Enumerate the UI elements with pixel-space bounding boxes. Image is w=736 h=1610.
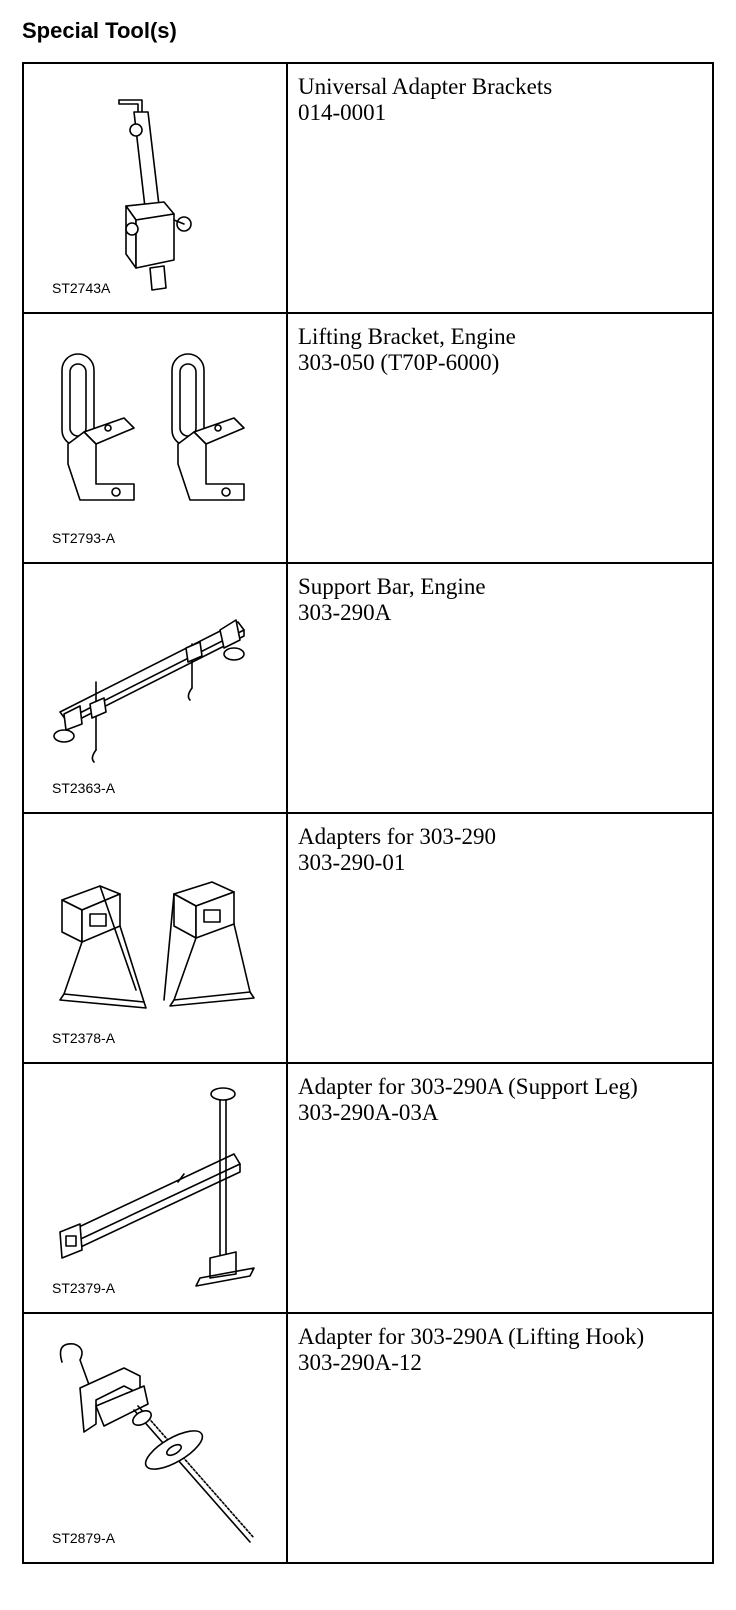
tool-description-cell: Adapters for 303-290 303-290-01 [286, 812, 714, 1064]
tool-description-cell: Support Bar, Engine 303-290A [286, 562, 714, 814]
tool-description-cell: Universal Adapter Brackets 014-0001 [286, 62, 714, 314]
adapter-bracket-icon [118, 99, 192, 291]
adapters-icon [59, 881, 255, 1009]
illustration-code: ST2379-A [52, 1280, 116, 1296]
tool-name: Adapter for 303-290A (Lifting Hook) [298, 1324, 645, 1349]
tool-name: Adapter for 303-290A (Support Leg) [298, 1074, 638, 1099]
lifting-hook-icon [59, 1343, 255, 1543]
tool-number: 014-0001 [298, 100, 387, 125]
tool-illustration-cell: ST2743A [22, 62, 288, 314]
lifting-bracket-icon [61, 353, 245, 501]
tool-name: Adapters for 303-290 [298, 824, 497, 849]
tool-name: Universal Adapter Brackets [298, 74, 553, 99]
illustration-code: ST2743A [52, 280, 111, 296]
tool-illustration-cell: ST2879-A [22, 1312, 288, 1564]
illustration-code: ST2363-A [52, 780, 116, 796]
tool-number: 303-050 (T70P-6000) [298, 350, 500, 375]
tool-number: 303-290-01 [298, 850, 406, 875]
tool-description-cell: Adapter for 303-290A (Lifting Hook) 303-… [286, 1312, 714, 1564]
tool-number: 303-290A-12 [298, 1350, 422, 1375]
table-row: ST2879-A Adapter for 303-290A (Lifting H… [22, 1312, 714, 1564]
tool-illustration-cell: ST2379-A [22, 1062, 288, 1314]
illustration-code: ST2879-A [52, 1530, 116, 1546]
tool-name: Lifting Bracket, Engine [298, 324, 516, 349]
tool-illustration-cell: ST2378-A [22, 812, 288, 1064]
tool-number: 303-290A-03A [298, 1100, 439, 1125]
table-row: ST2793-A Lifting Bracket, Engine 303-050… [22, 312, 714, 564]
illustration-code: ST2378-A [52, 1030, 116, 1046]
tool-illustration-cell: ST2793-A [22, 312, 288, 564]
illustration-code: ST2793-A [52, 530, 116, 546]
page-title: Special Tool(s) [22, 18, 177, 43]
special-tools-table: ST2743A Universal Adapter Brackets 014-0… [22, 62, 714, 1564]
tool-number: 303-290A [298, 600, 392, 625]
tool-name: Support Bar, Engine [298, 574, 486, 599]
tool-description-cell: Lifting Bracket, Engine 303-050 (T70P-60… [286, 312, 714, 564]
tool-description-cell: Adapter for 303-290A (Support Leg) 303-2… [286, 1062, 714, 1314]
support-bar-icon [53, 619, 245, 763]
support-leg-icon [59, 1087, 255, 1287]
tool-illustration-cell: ST2363-A [22, 562, 288, 814]
table-row: ST2743A Universal Adapter Brackets 014-0… [22, 62, 714, 314]
table-row: ST2379-A Adapter for 303-290A (Support L… [22, 1062, 714, 1314]
table-row: ST2363-A Support Bar, Engine 303-290A [22, 562, 714, 814]
table-row: ST2378-A Adapters for 303-290 303-290-01 [22, 812, 714, 1064]
